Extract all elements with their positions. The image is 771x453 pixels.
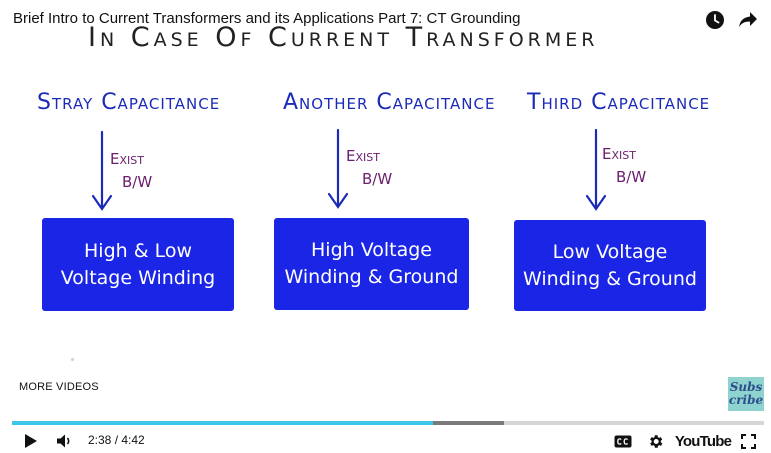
settings-gear-icon <box>649 434 662 448</box>
video-title[interactable]: Brief Intro to Current Transformers and … <box>13 10 521 27</box>
down-arrow-icon <box>585 128 607 211</box>
capacitance-label-stray: Stray Capacitance <box>37 90 221 115</box>
fullscreen-button[interactable] <box>738 430 758 452</box>
stray-dot <box>71 358 74 361</box>
captions-button[interactable] <box>612 430 634 452</box>
exist-note: Exist B/W <box>110 150 153 191</box>
winding-box: Low Voltage Winding & Ground <box>514 220 706 311</box>
control-bar: 2:38 / 4:42 YouTube <box>0 428 771 453</box>
down-arrow-icon <box>327 128 349 209</box>
volume-icon <box>57 434 70 448</box>
fullscreen-icon <box>740 433 756 449</box>
time-display: 2:38 / 4:42 <box>88 433 145 447</box>
down-arrow-icon <box>91 130 113 211</box>
duration: 4:42 <box>121 433 145 447</box>
settings-button[interactable] <box>644 430 666 452</box>
play-button[interactable] <box>20 430 42 452</box>
slide-heading: In Case Of Current Transformer <box>88 22 599 53</box>
volume-button[interactable] <box>54 430 76 452</box>
captions-icon <box>614 435 632 447</box>
share-button[interactable] <box>737 9 759 31</box>
progress-bar[interactable] <box>12 421 764 425</box>
exist-note: Exist B/W <box>346 147 393 188</box>
play-icon <box>25 434 37 448</box>
winding-box: High & Low Voltage Winding <box>42 218 234 311</box>
capacitance-label-third: Third Capacitance <box>527 90 711 115</box>
current-time: 2:38 <box>88 433 112 447</box>
youtube-logo[interactable]: YouTube <box>674 432 732 450</box>
progress-played <box>12 421 434 425</box>
share-icon <box>739 12 757 27</box>
more-videos-button[interactable]: MORE VIDEOS <box>19 381 99 393</box>
exist-note: Exist B/W <box>602 145 647 186</box>
subscribe-watermark-button[interactable]: Subs cribe <box>728 377 764 411</box>
watch-later-button[interactable] <box>704 9 726 31</box>
capacitance-label-another: Another Capacitance <box>283 90 496 115</box>
winding-box: High Voltage Winding & Ground <box>274 218 469 310</box>
watch-later-icon <box>706 11 724 29</box>
